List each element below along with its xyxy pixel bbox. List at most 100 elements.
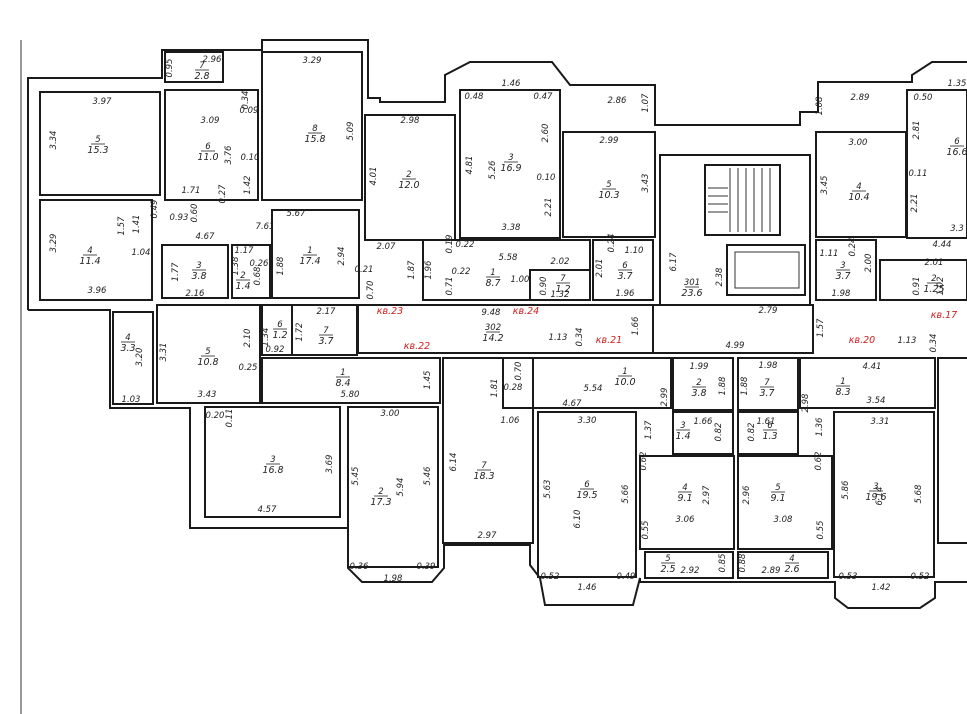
dimension-label: 1.87 xyxy=(407,260,417,280)
room-area: 16.8 xyxy=(262,465,283,476)
dimension-label: 3.20 xyxy=(135,348,145,367)
room-3-3-7-east xyxy=(815,239,877,301)
dimension-label: 1.96 xyxy=(424,260,434,280)
dimension-label: 0.53 xyxy=(839,572,858,582)
dimension-label: 5.63 xyxy=(543,480,553,499)
room-label: 49.1 xyxy=(677,483,692,504)
dimension-label: 1.46 xyxy=(502,79,522,89)
dimension-label: 1.77 xyxy=(171,262,181,282)
dimension-label: 5.58 xyxy=(499,253,519,263)
room-label: 718.3 xyxy=(473,461,494,482)
dimension-label: 0.62 xyxy=(639,452,649,471)
room-label: 43.3 xyxy=(120,333,135,354)
room-number: 1 xyxy=(490,268,495,278)
dimension-label: 3.96 xyxy=(88,286,108,296)
dimension-label: 2.81 xyxy=(912,121,922,140)
room-number: 7 xyxy=(199,61,205,71)
room-area: 15.8 xyxy=(304,134,325,145)
room-label: 316.8 xyxy=(262,455,283,476)
room-number: 3 xyxy=(270,455,275,465)
dimension-label: 4.99 xyxy=(726,341,745,351)
dimension-label: 4.01 xyxy=(369,167,379,186)
room-label: 21.25 xyxy=(923,274,944,295)
room-number: 6 xyxy=(277,320,283,330)
dimension-label: 1.42 xyxy=(872,583,891,593)
room-label: 18.7 xyxy=(485,268,500,289)
room-3-19-6 xyxy=(833,411,935,578)
room-1-8-4 xyxy=(261,357,441,404)
room-number: 7 xyxy=(560,274,566,284)
dimension-label: 1.42 xyxy=(243,176,253,195)
dimension-label: 9.48 xyxy=(482,308,502,318)
dimension-label: 5.80 xyxy=(341,390,360,400)
dimension-label: 0.91 xyxy=(912,277,922,296)
dimension-label: 5.09 xyxy=(346,122,356,141)
apartment-label: кв.23 xyxy=(377,306,403,317)
room-number: 2 xyxy=(406,170,411,180)
dimension-label: 6.10 xyxy=(573,510,583,529)
dimension-label: 2.17 xyxy=(317,307,337,317)
room-number: 6 xyxy=(767,421,773,431)
room-number: 2 xyxy=(931,274,936,284)
room-label: 217.3 xyxy=(370,487,391,508)
dimension-label: 1.32 xyxy=(551,290,570,300)
dimension-label: 3.06 xyxy=(676,515,696,525)
room-number: 8 xyxy=(312,124,318,134)
dimension-label: 3.08 xyxy=(774,515,794,525)
room-number: 1 xyxy=(340,368,345,378)
dimension-label: 5.68 xyxy=(914,484,924,504)
room-5-9-1 xyxy=(737,455,833,550)
dimension-label: 3.45 xyxy=(820,176,830,195)
room-4-11-4 xyxy=(39,199,153,301)
dimension-label: 1.66 xyxy=(631,316,641,336)
staircase xyxy=(704,164,781,236)
dimension-label: 4.81 xyxy=(465,156,475,175)
dimension-label: 5.86 xyxy=(841,480,851,500)
dimension-label: 2.16 xyxy=(186,289,206,299)
room-7-3-7-south xyxy=(737,357,799,411)
room-area: 11.4 xyxy=(79,256,100,267)
room-label: 63.7 xyxy=(617,261,632,282)
dimension-label: 2.21 xyxy=(910,194,920,213)
dimension-label: 1.46 xyxy=(578,583,598,593)
room-number: 1 xyxy=(307,246,312,256)
room-1-10-0 xyxy=(502,357,672,409)
dimension-label: 3.30 xyxy=(578,416,597,426)
room-label: 815.8 xyxy=(304,124,325,145)
room-area: 19.6 xyxy=(865,492,886,503)
room-label: 510.8 xyxy=(197,347,218,368)
room-label: 42.6 xyxy=(784,554,799,575)
room-number: 5 xyxy=(665,554,670,564)
dimension-label: 0.52 xyxy=(541,572,560,582)
room-area: 2.8 xyxy=(194,71,209,82)
room-area: 3.7 xyxy=(759,388,774,399)
dimension-label: 6.17 xyxy=(669,252,679,272)
room-area: 23.6 xyxy=(681,288,702,299)
loggia-7-2-8 xyxy=(164,51,224,83)
dimension-label: 2.96 xyxy=(742,485,752,505)
dimension-label: 0.39 xyxy=(417,562,436,572)
dimension-label: 3.34 xyxy=(49,131,59,150)
room-label: 52.5 xyxy=(660,554,675,575)
dimension-label: 0.90 xyxy=(539,277,549,296)
dimension-label: 0.19 xyxy=(445,235,455,254)
room-area: 16.9 xyxy=(500,163,521,174)
room-label: 33.7 xyxy=(835,261,850,282)
dimension-label: 2.79 xyxy=(759,306,778,316)
dimension-label: 0.93 xyxy=(170,213,189,223)
dimension-label: 5.45 xyxy=(351,467,361,486)
room-number: 4 xyxy=(789,554,794,564)
room-label: 619.5 xyxy=(576,480,597,501)
dimension-label: 0.11 xyxy=(909,169,928,179)
room-east-edge xyxy=(937,357,967,544)
dimension-label: 2.89 xyxy=(851,93,870,103)
room-label: 611.0 xyxy=(197,142,218,163)
dimension-label: 0.95 xyxy=(165,59,175,78)
room-7-1-2 xyxy=(529,269,591,301)
loggia-4-2-6 xyxy=(737,551,829,579)
dimension-label: 1.88 xyxy=(718,376,728,396)
room-area: 3.8 xyxy=(691,388,706,399)
dimension-label: 3.43 xyxy=(198,390,217,400)
room-number: 302 xyxy=(485,323,501,333)
dimension-label: 0.82 xyxy=(714,423,724,442)
